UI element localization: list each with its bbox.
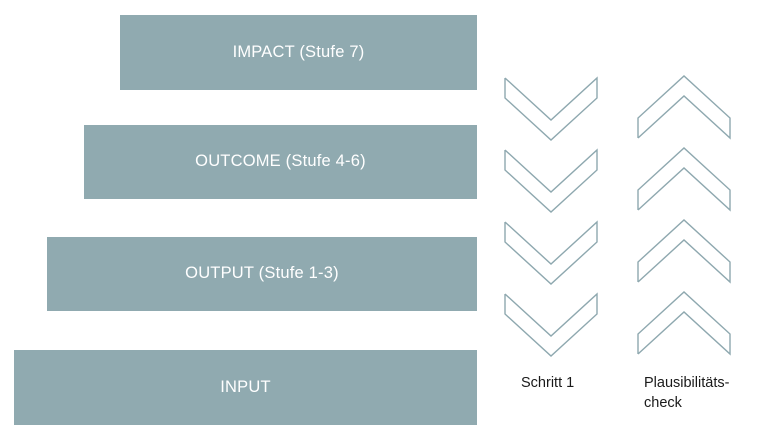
level-bar-outcome[interactable]: OUTCOME (Stufe 4-6) <box>84 125 477 199</box>
level-bar-label: OUTPUT (Stufe 1-3) <box>185 264 339 283</box>
chevron-down-icon <box>503 76 599 140</box>
level-bar-label: OUTCOME (Stufe 4-6) <box>195 152 366 171</box>
chevron-up-icon <box>636 148 732 212</box>
chevron-up-icon <box>636 76 732 140</box>
level-bar-impact[interactable]: IMPACT (Stufe 7) <box>120 15 477 90</box>
chevron-down-icon <box>503 148 599 212</box>
level-bar-label: INPUT <box>220 377 271 396</box>
chevron-up-icon <box>636 220 732 284</box>
column-caption-schritt-1: Schritt 1 <box>521 375 575 391</box>
chevron-down-icon <box>503 292 599 356</box>
level-bar-output[interactable]: OUTPUT (Stufe 1-3) <box>47 237 477 311</box>
column-caption-plausibilitaetscheck: Plausibilitäts- check <box>644 375 730 411</box>
chevron-up-icon <box>636 292 732 356</box>
chevron-down-icon <box>503 220 599 284</box>
level-bar-label: IMPACT (Stufe 7) <box>232 42 365 61</box>
level-bar-input[interactable]: INPUT <box>14 350 477 425</box>
